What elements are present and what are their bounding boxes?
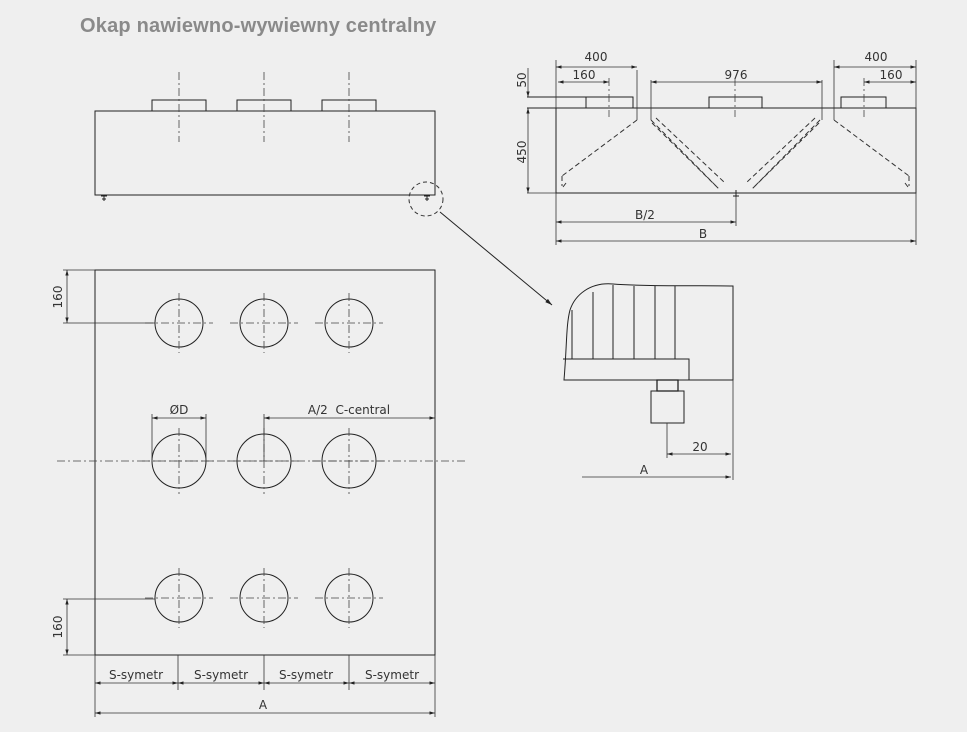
mount-foot-icon [101,195,107,201]
center-line [230,568,298,628]
center-line [315,293,383,353]
page-title: Okap nawiewno-wywiewny centralny [80,15,437,37]
dim-50: 50 [515,72,529,87]
dim-400-right: 400 [865,50,888,64]
dim-s-symetr: S-symetr [365,668,419,682]
dim-b: B [699,227,707,241]
dim-160-right: 160 [880,68,903,82]
dim-b-half: B/2 [635,208,655,222]
dim-s-symetr: S-symetr [194,668,248,682]
dim-160-left: 160 [573,68,596,82]
dim-od: ØD [170,403,189,417]
dim-160-top: 160 [51,286,65,309]
dim-a-half: A/2 C-central [308,403,390,417]
center-line [145,293,213,353]
center-line [230,293,298,353]
dim-a: A [259,698,268,712]
center-line [142,428,216,494]
center-line [315,568,383,628]
front-view [94,72,553,306]
detail-arrow [439,211,553,306]
center-line [145,568,213,628]
mount-foot-icon [424,195,430,201]
detail-callout-circle [408,181,444,217]
detail-view: 20 A [563,283,734,480]
plan-view: 160 160 ØD A/2 C-central S-symetr S-syme… [51,269,468,717]
dim-450: 450 [515,141,529,164]
dim-a-detail: A [640,463,649,477]
dim-976: 976 [725,68,748,82]
dim-s-symetr: S-symetr [109,668,163,682]
center-line [312,428,386,494]
dim-400-left: 400 [585,50,608,64]
dim-s-symetr: S-symetr [279,668,333,682]
dim-20: 20 [692,440,707,454]
dim-160-bottom: 160 [51,616,65,639]
side-view: 400 160 976 400 160 50 450 B/2 B [515,50,917,245]
